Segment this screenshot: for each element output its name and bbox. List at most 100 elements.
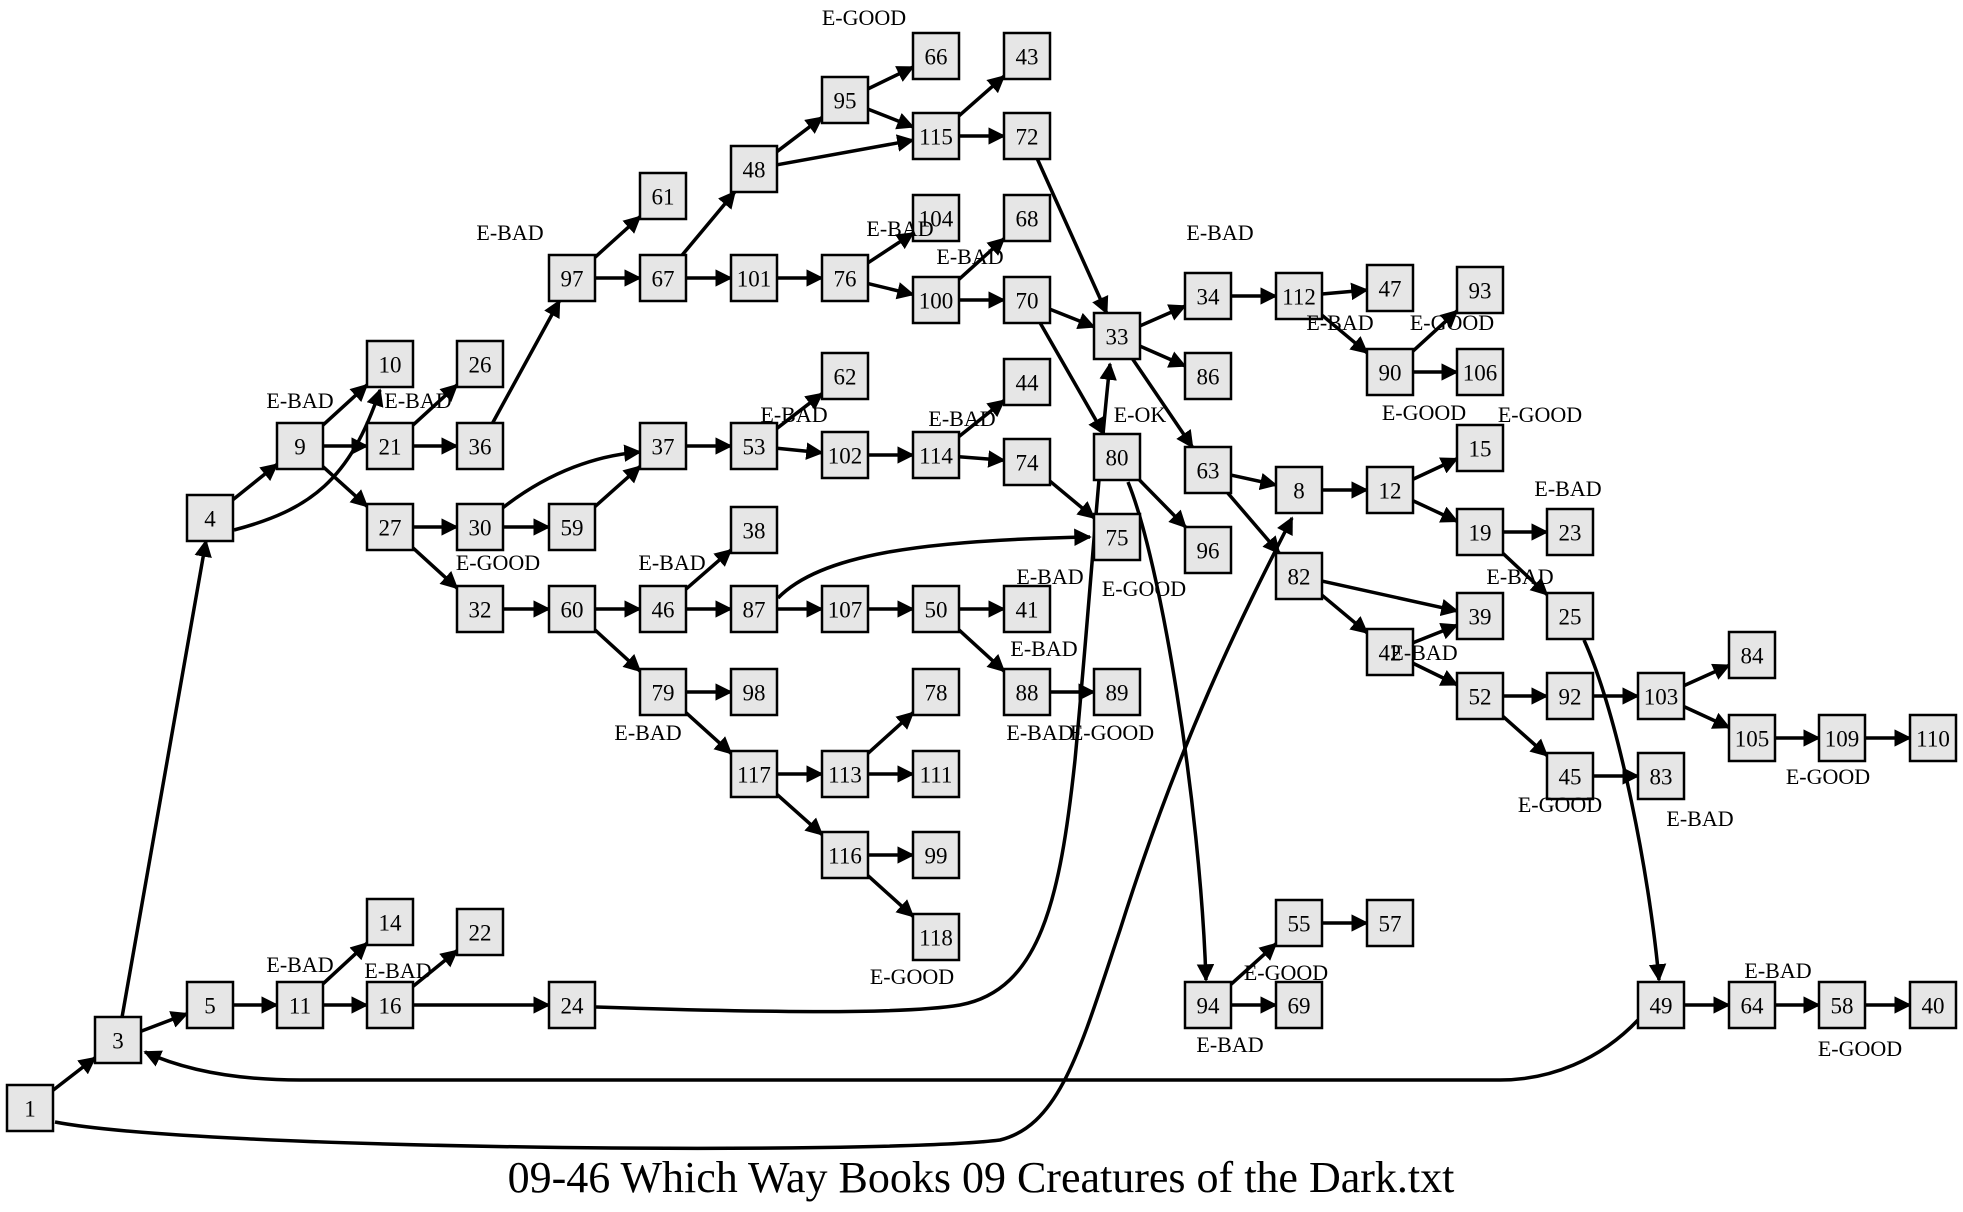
node-4[interactable]: 4 <box>185 493 235 543</box>
node-12[interactable]: 12 <box>1365 465 1415 515</box>
node-68[interactable]: 68 <box>1002 193 1052 243</box>
node-39[interactable]: 39 <box>1455 591 1505 641</box>
node-110[interactable]: 110 <box>1908 713 1958 763</box>
node-89[interactable]: 89 <box>1092 667 1142 717</box>
node-33[interactable]: 33 <box>1092 311 1142 361</box>
node-14[interactable]: 14 <box>365 897 415 947</box>
node-117[interactable]: 117 <box>729 749 779 799</box>
node-106[interactable]: 106 <box>1455 347 1505 397</box>
node-19[interactable]: 19 <box>1455 507 1505 557</box>
node-79[interactable]: 79 <box>638 667 688 717</box>
node-41[interactable]: 41 <box>1002 584 1052 634</box>
node-67[interactable]: 67 <box>638 253 688 303</box>
node-62[interactable]: 62 <box>820 351 870 401</box>
node-22[interactable]: 22 <box>455 907 505 957</box>
edge-103-84 <box>1683 663 1731 688</box>
node-95[interactable]: 95 <box>820 75 870 125</box>
node-50[interactable]: 50 <box>911 584 961 634</box>
node-118[interactable]: 118 <box>911 912 961 962</box>
node-66[interactable]: 66 <box>911 31 961 81</box>
node-98[interactable]: 98 <box>729 667 779 717</box>
node-90[interactable]: 90 <box>1365 347 1415 397</box>
node-87[interactable]: 87 <box>729 584 779 634</box>
node-72[interactable]: 72 <box>1002 111 1052 161</box>
node-107[interactable]: 107 <box>820 584 870 634</box>
node-8[interactable]: 8 <box>1274 465 1324 515</box>
node-63[interactable]: 63 <box>1183 445 1233 495</box>
node-46[interactable]: 46 <box>638 584 688 634</box>
node-9[interactable]: 9 <box>275 421 325 471</box>
node-52[interactable]: 52 <box>1455 671 1505 721</box>
node-75[interactable]: 75 <box>1092 512 1142 562</box>
node-45[interactable]: 45 <box>1545 751 1595 801</box>
node-23[interactable]: 23 <box>1545 507 1595 557</box>
node-38[interactable]: 38 <box>729 505 779 555</box>
node-5[interactable]: 5 <box>185 980 235 1030</box>
node-21[interactable]: 21 <box>365 421 415 471</box>
node-49[interactable]: 49 <box>1636 980 1686 1030</box>
node-30[interactable]: 30 <box>455 502 505 552</box>
node-43[interactable]: 43 <box>1002 31 1052 81</box>
node-100[interactable]: 100 <box>911 275 961 325</box>
node-64[interactable]: 64 <box>1727 980 1777 1030</box>
node-104[interactable]: 104 <box>911 193 961 243</box>
node-99[interactable]: 99 <box>911 830 961 880</box>
node-box <box>911 111 961 161</box>
node-44[interactable]: 44 <box>1002 357 1052 407</box>
node-115[interactable]: 115 <box>911 111 961 161</box>
node-96[interactable]: 96 <box>1183 525 1233 575</box>
node-24[interactable]: 24 <box>547 980 597 1030</box>
node-97[interactable]: 97 <box>547 253 597 303</box>
node-82[interactable]: 82 <box>1274 551 1324 601</box>
node-111[interactable]: 111 <box>911 749 961 799</box>
node-59[interactable]: 59 <box>547 502 597 552</box>
node-113[interactable]: 113 <box>820 749 870 799</box>
node-42[interactable]: 42 <box>1365 627 1415 677</box>
node-105[interactable]: 105 <box>1727 713 1777 763</box>
node-112[interactable]: 112 <box>1274 271 1324 321</box>
node-16[interactable]: 16 <box>365 980 415 1030</box>
node-116[interactable]: 116 <box>820 830 870 880</box>
node-32[interactable]: 32 <box>455 584 505 634</box>
node-93[interactable]: 93 <box>1455 265 1505 315</box>
node-53[interactable]: 53 <box>729 421 779 471</box>
node-76[interactable]: 76 <box>820 253 870 303</box>
node-26[interactable]: 26 <box>455 339 505 389</box>
node-109[interactable]: 109 <box>1817 713 1867 763</box>
node-70[interactable]: 70 <box>1002 275 1052 325</box>
node-58[interactable]: 58 <box>1817 980 1867 1030</box>
node-88[interactable]: 88 <box>1002 667 1052 717</box>
node-36[interactable]: 36 <box>455 421 505 471</box>
node-48[interactable]: 48 <box>729 144 779 194</box>
node-61[interactable]: 61 <box>638 171 688 221</box>
node-86[interactable]: 86 <box>1183 351 1233 401</box>
node-3[interactable]: 3 <box>93 1015 143 1065</box>
node-78[interactable]: 78 <box>911 667 961 717</box>
node-69[interactable]: 69 <box>1274 980 1324 1030</box>
node-74[interactable]: 74 <box>1002 437 1052 487</box>
node-40[interactable]: 40 <box>1908 980 1958 1030</box>
node-1[interactable]: 1 <box>5 1083 55 1133</box>
node-25[interactable]: 25 <box>1545 591 1595 641</box>
node-label: 26 <box>469 353 492 378</box>
node-55[interactable]: 55 <box>1274 898 1324 948</box>
node-60[interactable]: 60 <box>547 584 597 634</box>
node-94[interactable]: 94 <box>1183 980 1233 1030</box>
node-27[interactable]: 27 <box>365 502 415 552</box>
node-80[interactable]: 80 <box>1092 432 1142 482</box>
node-92[interactable]: 92 <box>1545 671 1595 721</box>
node-101[interactable]: 101 <box>729 253 779 303</box>
node-103[interactable]: 103 <box>1636 671 1686 721</box>
node-47[interactable]: 47 <box>1365 263 1415 313</box>
node-83[interactable]: 83 <box>1636 751 1686 801</box>
node-114[interactable]: 114 <box>911 430 961 480</box>
node-34[interactable]: 34 <box>1183 271 1233 321</box>
node-37[interactable]: 37 <box>638 421 688 471</box>
node-57[interactable]: 57 <box>1365 898 1415 948</box>
node-102[interactable]: 102 <box>820 430 870 480</box>
node-84[interactable]: 84 <box>1727 630 1777 680</box>
node-10[interactable]: 10 <box>365 339 415 389</box>
node-11[interactable]: 11 <box>275 980 325 1030</box>
node-15[interactable]: 15 <box>1455 423 1505 473</box>
